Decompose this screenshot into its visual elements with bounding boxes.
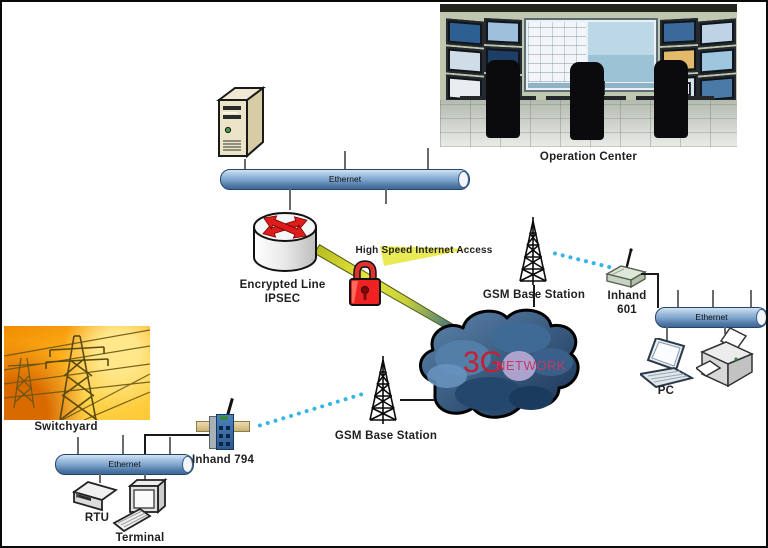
wall-monitor	[446, 18, 484, 48]
inhand-601-name: Inhand	[607, 290, 647, 302]
router-icon	[253, 212, 317, 272]
lock-icon	[349, 260, 381, 306]
connector-stub	[77, 437, 79, 454]
inhand-794-label: Inhand 794	[192, 454, 255, 466]
terminal-block	[220, 416, 228, 420]
pc-label: PC	[657, 385, 675, 397]
connector-inhand601-v	[657, 273, 659, 308]
wireless-link-right	[552, 251, 612, 270]
connector-ethernet-opcenter	[427, 148, 429, 170]
office-chair	[570, 92, 604, 140]
connector-ethernet-printer	[724, 327, 726, 334]
ethernet-bus-top: Ethernet	[220, 169, 470, 190]
wall-monitor	[484, 18, 522, 46]
server-icon	[216, 86, 266, 159]
photo-ceiling	[440, 4, 737, 12]
switchyard-photo	[4, 326, 150, 420]
connector-stub	[169, 437, 171, 454]
ethernet-bus-bottom-label: Ethernet	[108, 459, 141, 470]
inhand-794-icon	[216, 414, 234, 450]
connector-stub	[385, 189, 387, 204]
wall-monitor	[698, 18, 736, 48]
connector-ethernet-inhand794-h	[144, 434, 214, 436]
connector-tower-cloud-left	[400, 399, 435, 401]
router-label: Encrypted Line IPSEC	[230, 278, 335, 306]
connector-stub	[344, 151, 346, 170]
connector-stub	[712, 290, 714, 307]
ethernet-bus-right: Ethernet	[655, 307, 766, 328]
cloud-network-label: NETWORK	[496, 358, 566, 373]
inhand-601-model: 601	[617, 304, 637, 316]
connector-inhand601-h	[641, 273, 658, 275]
connector-ethernet-router	[289, 189, 291, 210]
wall-monitor	[660, 18, 698, 46]
connector-stub	[750, 290, 752, 307]
gsm-left-label: GSM Base Station	[334, 430, 438, 442]
high-speed-label: High Speed Internet Access	[355, 245, 493, 256]
gsm-tower-icon	[369, 356, 397, 424]
ethernet-bus-bottom: Ethernet	[55, 454, 194, 475]
router-label-line1: Encrypted Line	[239, 279, 326, 291]
router-label-line2: IPSEC	[264, 293, 301, 305]
rtu-label: RTU	[84, 512, 110, 524]
inhand-601-label: Inhand 601	[602, 289, 652, 317]
connector-tower-cloud	[533, 285, 535, 307]
connector-server-ethernet	[244, 159, 246, 170]
connector-ethernet-inhand794-v	[144, 434, 146, 454]
rtu-icon	[72, 481, 118, 512]
operation-center-photo	[440, 4, 737, 147]
wall-monitor	[446, 46, 484, 76]
wireless-link-left	[257, 391, 364, 428]
connector-ethernet-rtu	[99, 474, 101, 483]
cloud-3g-icon	[419, 308, 580, 419]
wall-monitor	[698, 46, 736, 76]
operation-center-label: Operation Center	[539, 151, 638, 163]
connector-ethernet-pc	[666, 327, 668, 343]
printer-icon	[696, 328, 754, 388]
ethernet-bus-top-label: Ethernet	[328, 174, 362, 185]
gsm-tower-icon	[519, 217, 547, 285]
connector-stub	[122, 435, 124, 454]
office-chair	[654, 90, 688, 138]
terminal-keyboard-icon	[112, 507, 152, 533]
ethernet-bus-right-label: Ethernet	[695, 312, 728, 323]
connector-stub	[677, 290, 679, 307]
laptop-icon	[640, 338, 694, 388]
inhand-601-icon	[605, 248, 647, 289]
connector-ethernet-terminal	[144, 474, 146, 481]
switchyard-label: Switchyard	[34, 421, 98, 433]
office-chair	[486, 90, 520, 138]
cloud-3g-label: 3G	[463, 346, 504, 379]
terminal-monitor-icon	[128, 478, 168, 514]
gsm-right-label: GSM Base Station	[482, 289, 586, 301]
terminal-label: Terminal	[115, 532, 165, 544]
